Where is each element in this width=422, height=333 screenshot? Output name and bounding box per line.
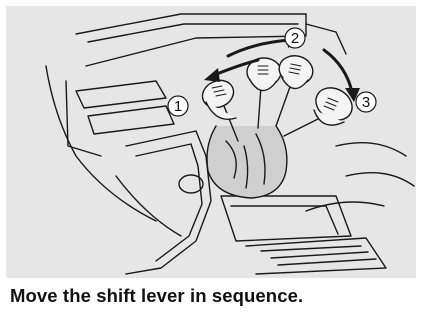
arrowhead-1 — [204, 68, 220, 82]
arrow-to-3 — [324, 50, 352, 92]
dash-vent-lower — [88, 106, 174, 134]
arrow-to-2 — [228, 40, 292, 56]
shift-knob-ghost-b — [276, 52, 316, 88]
console-drawing: 1 2 3 — [6, 6, 416, 278]
figure-caption: Move the shift lever in sequence. — [10, 285, 303, 307]
dash-vent-upper — [76, 81, 166, 108]
shift-knob-position-1 — [198, 75, 238, 119]
shift-lever-illustration: 1 2 3 — [6, 6, 416, 278]
step-callout-3: 3 — [356, 92, 376, 112]
step-callout-2: 2 — [285, 28, 305, 48]
step-label-3: 3 — [362, 94, 370, 111]
step-label-1: 1 — [174, 98, 182, 115]
step-callout-1: 1 — [168, 96, 188, 116]
step-label-2: 2 — [291, 30, 299, 47]
dashboard-outline — [76, 14, 306, 66]
